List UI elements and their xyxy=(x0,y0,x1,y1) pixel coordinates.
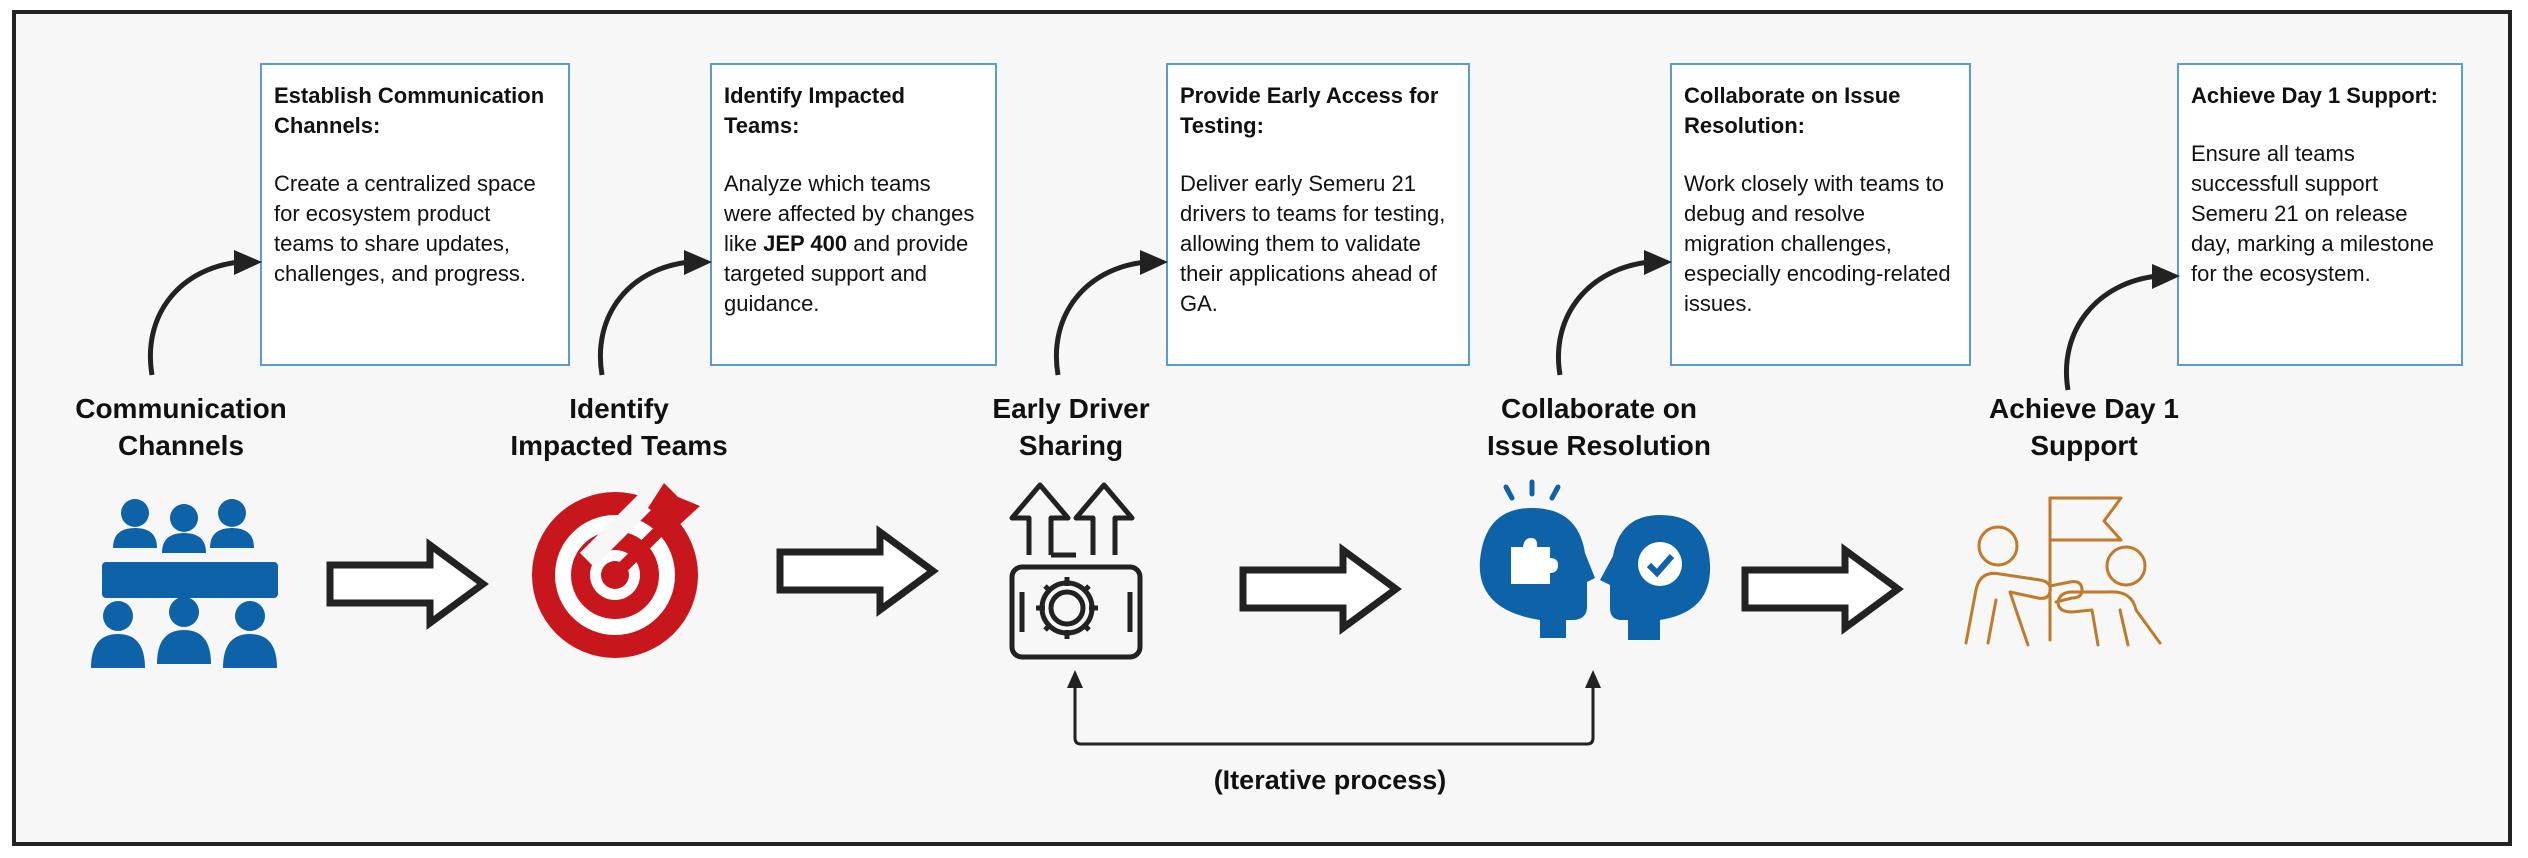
curved-arrow-4 xyxy=(1556,259,1651,376)
stage-label-line1: Communication xyxy=(75,393,287,424)
box-title: Establish Communication Channels: xyxy=(274,83,545,138)
block-arrow-1 xyxy=(326,538,489,630)
curved-arrow-2 xyxy=(598,259,691,376)
box-day-one: Achieve Day 1 Support: Ensure all teams … xyxy=(2177,63,2463,366)
box-text: Analyze which teams were affected by cha… xyxy=(724,169,983,319)
block-arrow-4 xyxy=(1741,543,1904,635)
stage-label-line1: Early Driver xyxy=(992,393,1150,424)
box-text-post: and provide targeted support and guidanc… xyxy=(724,231,969,316)
iterative-loop-heads xyxy=(1067,670,1601,688)
box-text: Ensure all teams successfull support Sem… xyxy=(2191,141,2434,286)
box-title: Achieve Day 1 Support: xyxy=(2191,83,2438,108)
box-text: Deliver early Semeru 21 drivers to teams… xyxy=(1180,171,1446,316)
box-text-bold: JEP 400 xyxy=(763,231,848,256)
stage-label-collaborate: Collaborate on Issue Resolution xyxy=(1439,390,1759,464)
box-early-access: Provide Early Access for Testing: Delive… xyxy=(1166,63,1470,366)
stage-label-line2: Issue Resolution xyxy=(1486,430,1712,461)
box-text-pre: Analyze which teams were affected by cha… xyxy=(724,171,975,256)
block-arrow-3 xyxy=(1239,543,1402,635)
iterative-loop xyxy=(1073,685,1595,746)
curved-arrow-heads xyxy=(234,250,2180,289)
box-establish-channels: Establish Communication Channels: Create… xyxy=(260,63,570,366)
stage-label-line2: Sharing xyxy=(1018,430,1124,461)
curved-arrows xyxy=(148,259,2159,391)
box-title: Collaborate on Issue Resolution: xyxy=(1684,83,1901,138)
box-text: Work closely with teams to debug and res… xyxy=(1684,171,1951,316)
curved-arrow-1 xyxy=(148,259,241,376)
iterative-process-label: (Iterative process) xyxy=(1213,765,1447,795)
meeting-group-icon xyxy=(91,499,278,668)
stage-label-line1: Achieve Day 1 xyxy=(1989,393,2179,424)
flag-team-icon xyxy=(1964,496,2162,647)
stage-label-line2: Channels xyxy=(117,430,245,461)
box-collaborate: Collaborate on Issue Resolution: Work cl… xyxy=(1670,63,1971,366)
box-text: Create a centralized space for ecosystem… xyxy=(274,171,536,286)
stage-label-line2: Support xyxy=(2030,430,2138,461)
block-arrow-2 xyxy=(776,525,939,617)
box-title: Provide Early Access for Testing: xyxy=(1180,83,1439,138)
stage-label-communication: Communication Channels xyxy=(21,390,341,464)
box-identify-teams: Identify Impacted Teams: Analyze which t… xyxy=(710,63,997,366)
stage-label-line1: Collaborate on xyxy=(1500,393,1697,424)
box-title: Identify Impacted Teams: xyxy=(724,83,905,138)
stage-label-line1: Identify xyxy=(569,393,669,424)
stage-label-identify: Identify Impacted Teams xyxy=(459,390,779,464)
stage-label-early-driver: Early Driver Sharing xyxy=(911,390,1231,464)
block-arrows xyxy=(326,525,1904,635)
stage-label-line2: Impacted Teams xyxy=(510,430,728,461)
heads-collaboration-icon xyxy=(1479,479,1711,640)
curved-arrow-5 xyxy=(2064,273,2159,391)
stage-label-day-one: Achieve Day 1 Support xyxy=(1924,390,2244,464)
gear-upload-icon xyxy=(1009,482,1143,660)
target-arrow-icon xyxy=(532,483,700,658)
curved-arrow-3 xyxy=(1054,259,1147,376)
